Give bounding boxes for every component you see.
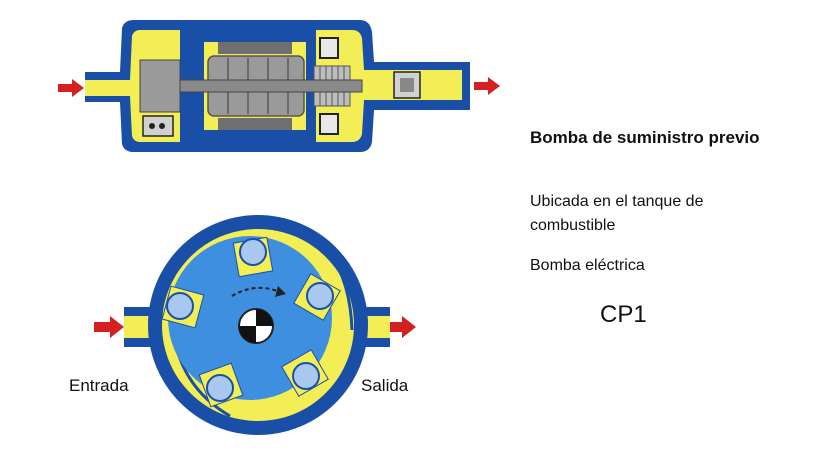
motor-stator-bottom [204, 130, 306, 142]
inlet-arrow-bottom [94, 316, 124, 338]
brush-top [319, 37, 339, 59]
roller-cell-pump [94, 215, 416, 435]
pump-title: Bomba de suministro previo [530, 128, 760, 147]
roller [306, 282, 334, 310]
pump-type: Bomba eléctrica [530, 257, 645, 274]
relief-valve [142, 115, 174, 137]
pump-cutaway [58, 20, 500, 152]
outlet-label: Salida [361, 376, 409, 395]
magnet-bottom [218, 118, 292, 130]
roller [292, 362, 320, 390]
roller [166, 292, 194, 320]
inlet-arrow-top [58, 79, 84, 97]
brush-bottom [319, 113, 339, 135]
roller [239, 238, 267, 266]
roller [206, 374, 234, 402]
outlet-arrow-bottom [390, 316, 416, 338]
pump-location: Ubicada en el tanque de combustible [530, 193, 704, 234]
pump-stage [139, 59, 181, 113]
rotation-arrow [231, 286, 281, 297]
pump-code: CP1 [600, 301, 647, 328]
outlet-arrow-top [474, 77, 500, 95]
rollers [161, 236, 341, 408]
shaft-hub [238, 308, 274, 344]
magnet-top [218, 42, 292, 54]
inlet-label: Entrada [69, 376, 129, 395]
motor-stator-top [204, 30, 306, 42]
drive-shaft [149, 79, 363, 93]
